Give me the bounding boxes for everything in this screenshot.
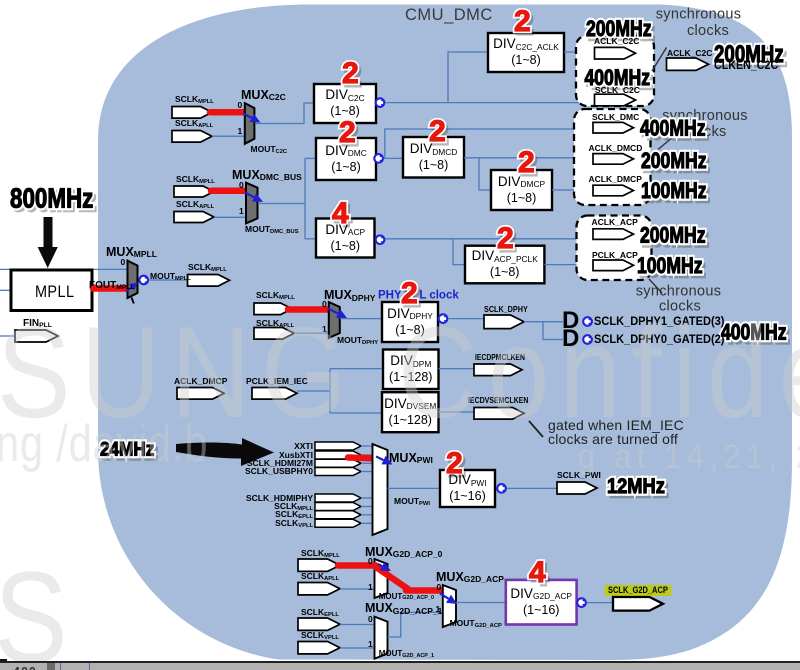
svg-text:2: 2 <box>517 8 534 41</box>
svg-text:4: 4 <box>332 197 349 230</box>
svg-text:800MHz: 800MHz <box>13 186 96 217</box>
svg-text:400MHz: 400MHz <box>721 321 787 345</box>
svg-text:2: 2 <box>345 60 362 93</box>
svg-text:400MHz: 400MHz <box>724 324 790 348</box>
svg-text:2: 2 <box>342 57 359 90</box>
svg-text:2: 2 <box>497 222 514 255</box>
svg-text:200MHz: 200MHz <box>586 17 652 41</box>
svg-text:400MHz: 400MHz <box>643 120 709 144</box>
svg-text:2: 2 <box>429 115 446 148</box>
svg-text:2: 2 <box>342 57 359 90</box>
svg-text:2: 2 <box>521 149 538 182</box>
svg-text:200MHz: 200MHz <box>586 17 652 41</box>
svg-text:200MHz: 200MHz <box>641 149 707 173</box>
svg-text:4: 4 <box>332 197 349 230</box>
svg-text:400MHz: 400MHz <box>585 66 651 90</box>
svg-text:400MHz: 400MHz <box>587 70 653 94</box>
svg-text:2: 2 <box>401 277 418 310</box>
svg-text:12MHz: 12MHz <box>610 478 668 501</box>
svg-text:4: 4 <box>529 556 546 589</box>
svg-text:2: 2 <box>339 116 356 149</box>
svg-text:24MHz: 24MHz <box>103 441 157 463</box>
svg-text:100MHz: 100MHz <box>637 254 703 278</box>
svg-text:synchronous: synchronous <box>656 7 742 23</box>
svg-text:2: 2 <box>449 450 466 483</box>
svg-text:100MHz: 100MHz <box>641 179 707 203</box>
svg-text:4: 4 <box>529 556 546 589</box>
svg-text:200MHz: 200MHz <box>643 227 709 251</box>
svg-text:12MHz: 12MHz <box>607 475 665 498</box>
svg-text:24MHz: 24MHz <box>100 438 154 460</box>
svg-text:synchronous: synchronous <box>662 108 748 124</box>
svg-text:2: 2 <box>446 447 463 480</box>
svg-text:2: 2 <box>518 146 535 179</box>
svg-text:800MHz: 800MHz <box>10 183 93 214</box>
svg-text:2: 2 <box>342 119 359 152</box>
svg-text:clocks: clocks <box>659 299 701 315</box>
svg-text:4: 4 <box>335 200 352 233</box>
svg-text:2: 2 <box>518 146 535 179</box>
svg-text:800MHz: 800MHz <box>10 183 93 214</box>
svg-text:2: 2 <box>500 225 517 258</box>
svg-text:200MHz: 200MHz <box>717 44 787 71</box>
svg-text:200MHz: 200MHz <box>589 21 655 45</box>
svg-text:clocks: clocks <box>687 23 729 39</box>
svg-text:2: 2 <box>401 277 418 310</box>
svg-text:2: 2 <box>497 222 514 255</box>
svg-text:4: 4 <box>532 559 549 592</box>
svg-text:400MHz: 400MHz <box>585 66 651 90</box>
svg-text:PHY PLL clock: PHY PLL clock <box>378 289 459 301</box>
svg-text:2: 2 <box>429 115 446 148</box>
svg-text:2: 2 <box>514 5 531 38</box>
svg-text:24MHz: 24MHz <box>100 438 154 460</box>
svg-text:2: 2 <box>339 116 356 149</box>
svg-text:12MHz: 12MHz <box>607 475 665 498</box>
svg-text:200MHz: 200MHz <box>641 149 707 173</box>
svg-text:100MHz: 100MHz <box>641 179 707 203</box>
svg-text:100MHz: 100MHz <box>637 254 703 278</box>
svg-text:clocks: clocks <box>684 124 726 140</box>
svg-text:100MHz: 100MHz <box>640 258 706 282</box>
svg-text:200MHz: 200MHz <box>644 153 710 177</box>
svg-text:2: 2 <box>514 5 531 38</box>
svg-text:400MHz: 400MHz <box>721 321 787 345</box>
svg-text:200MHz: 200MHz <box>714 41 784 68</box>
svg-text:200MHz: 200MHz <box>640 224 706 248</box>
svg-text:200MHz: 200MHz <box>714 41 784 68</box>
svg-text:2: 2 <box>404 280 421 313</box>
svg-text:100MHz: 100MHz <box>644 183 710 207</box>
svg-text:synchronous: synchronous <box>636 284 722 300</box>
svg-text:200MHz: 200MHz <box>640 224 706 248</box>
svg-text:400MHz: 400MHz <box>640 117 706 141</box>
svg-text:400MHz: 400MHz <box>640 117 706 141</box>
svg-text:2: 2 <box>446 447 463 480</box>
svg-text:2: 2 <box>432 118 449 151</box>
